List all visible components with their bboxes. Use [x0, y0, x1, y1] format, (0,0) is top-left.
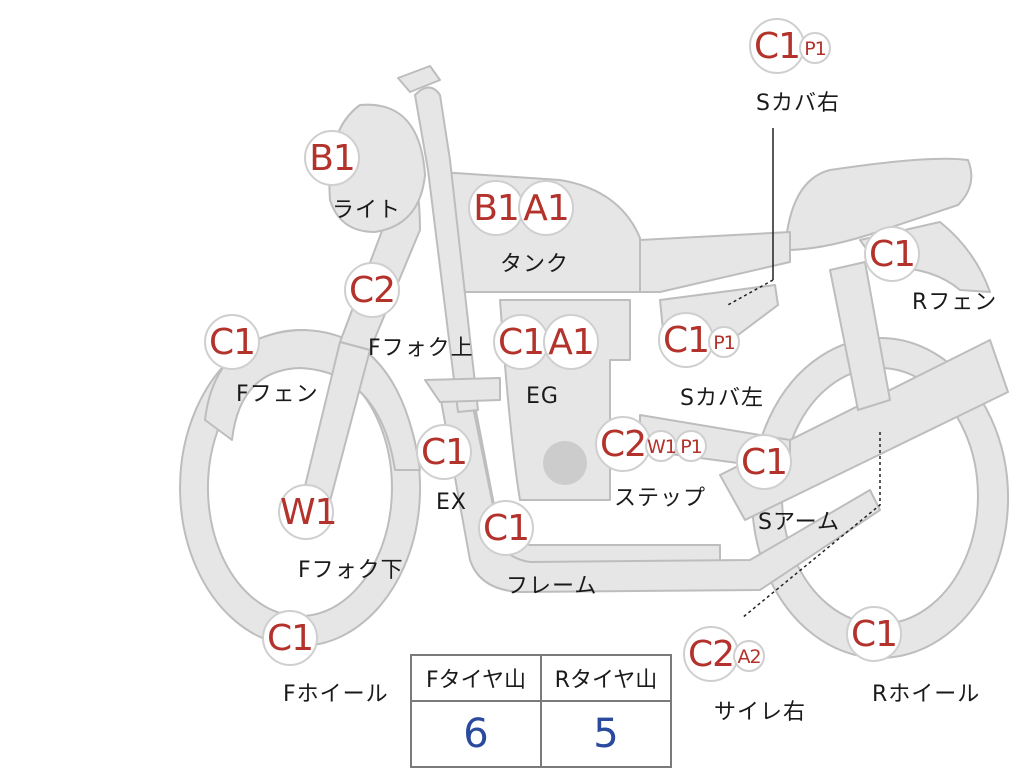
- part-label-step: ステップ: [614, 486, 707, 511]
- grade-badge-f-fork-upper-c2: C2: [344, 262, 400, 318]
- part-label-f-fork-lower: Fフォク下: [298, 558, 404, 583]
- handlebar-shape: [397, 65, 441, 93]
- part-label-s-cover-left: Sカバ左: [680, 386, 764, 411]
- part-label-silencer-right: サイレ右: [714, 700, 807, 725]
- r-tire-value: 5: [540, 700, 672, 768]
- part-label-swing-arm: Sアーム: [758, 510, 840, 535]
- grade-badge-engine-a1: A1: [543, 314, 599, 370]
- grade-badge-tank-a1: A1: [518, 180, 574, 236]
- part-label-f-wheel: Fホイール: [283, 682, 389, 707]
- grade-badge-r-fender-c1: C1: [864, 226, 920, 282]
- engine-case-circle: [543, 441, 587, 485]
- grade-badge-f-fork-lower-w1: W1: [278, 484, 338, 540]
- part-label-light: ライト: [332, 198, 402, 223]
- part-label-r-wheel: Rホイール: [872, 682, 981, 707]
- grade-badge-s-cover-right-p1: P1: [799, 32, 831, 64]
- tire-table-header-row: Fタイヤ山 Rタイヤ山: [410, 654, 672, 702]
- swing-arm-shape: [719, 339, 1009, 521]
- part-label-f-fork-upper: Fフォク上: [368, 336, 474, 361]
- part-label-tank: タンク: [500, 252, 570, 277]
- grade-badge-s-cover-right-c1: C1: [749, 18, 805, 74]
- part-label-exhaust: EX: [436, 490, 467, 515]
- part-label-engine: EG: [526, 384, 559, 409]
- grade-badge-tank-b1: B1: [468, 180, 524, 236]
- grade-badge-light-b1: B1: [304, 130, 360, 186]
- r-tire-header: Rタイヤ山: [540, 654, 672, 702]
- grade-badge-f-fender-c1: C1: [204, 314, 260, 370]
- grade-badge-silencer-right-c2: C2: [683, 626, 739, 682]
- part-label-s-cover-right: Sカバ右: [756, 91, 840, 116]
- grade-badge-step-c2: C2: [595, 416, 651, 472]
- part-label-frame: フレーム: [506, 574, 598, 599]
- head-tube-shape: [414, 86, 479, 413]
- grade-badge-exhaust-c1: C1: [416, 424, 472, 480]
- grade-badge-swing-arm-c1: C1: [736, 434, 792, 490]
- grade-badge-silencer-right-a2: A2: [733, 640, 765, 672]
- leader-line-silencer: [741, 432, 881, 619]
- grade-badge-s-cover-left-p1: P1: [708, 326, 740, 358]
- f-tire-value: 6: [410, 700, 542, 768]
- rear-shock-shape: [829, 261, 891, 411]
- grade-badge-engine-c1: C1: [493, 314, 549, 370]
- grade-badge-f-wheel-c1: C1: [262, 610, 318, 666]
- grade-badge-step-p1: P1: [675, 430, 707, 462]
- tire-table-value-row: 6 5: [410, 700, 672, 768]
- grade-badge-r-wheel-c1: C1: [846, 606, 902, 662]
- part-label-r-fender: Rフェン: [912, 290, 998, 315]
- part-label-f-fender: Fフェン: [236, 382, 319, 407]
- grade-badge-step-w1: W1: [645, 430, 677, 462]
- grade-badge-frame-c1: C1: [478, 500, 534, 556]
- f-tire-header: Fタイヤ山: [410, 654, 542, 702]
- grade-badge-s-cover-left-c1: C1: [658, 312, 714, 368]
- down-tube-shape: [424, 377, 501, 403]
- leader-line-scover-right-dash: [725, 279, 774, 307]
- seat-shape: [784, 157, 973, 251]
- tire-tread-table: Fタイヤ山 Rタイヤ山 6 5: [410, 654, 672, 768]
